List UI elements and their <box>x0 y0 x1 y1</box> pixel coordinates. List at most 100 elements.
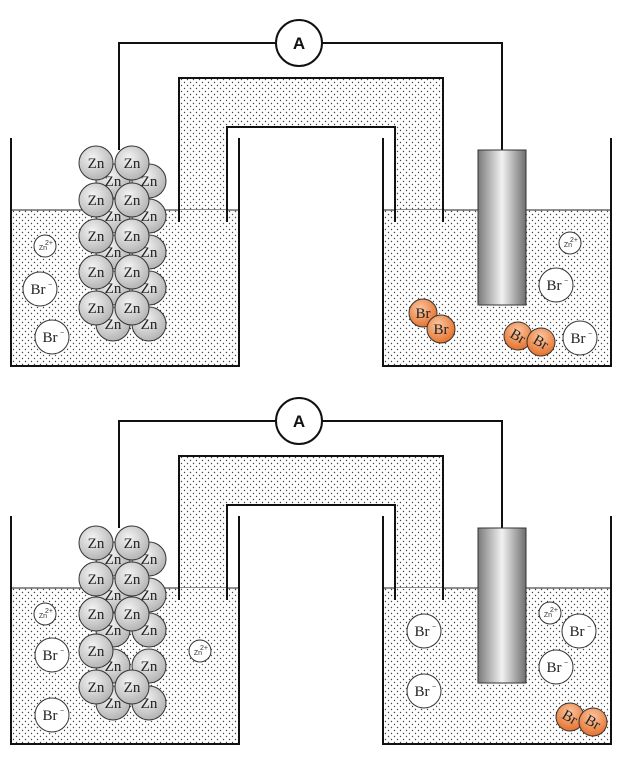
zinc-ion: Zn2+ <box>558 231 582 255</box>
bromide-ion-circle <box>34 319 70 355</box>
zinc-atom: Zn <box>78 254 114 290</box>
zinc-atom-label: Zn <box>124 572 141 588</box>
zinc-atom-label: Zn <box>141 209 158 225</box>
zinc-ion-circle <box>33 234 57 258</box>
zinc-atom-label: Zn <box>105 552 122 568</box>
bromide-ion-label: Br <box>43 708 58 724</box>
zinc-atom-label: Zn <box>105 317 122 333</box>
zinc-atom: Zn <box>114 254 150 290</box>
zinc-atom-label: Zn <box>88 301 105 317</box>
zinc-ion-label: Zn <box>194 650 202 657</box>
zinc-atom-label: Zn <box>141 588 158 604</box>
bromide-ion-circle <box>406 673 442 709</box>
bromide-ion-charge: − <box>564 660 568 667</box>
zinc-atom-circle <box>78 218 114 254</box>
zinc-atom-label: Zn <box>124 607 141 623</box>
zinc-atom-circle <box>78 525 114 561</box>
ammeter-label: A <box>293 412 305 431</box>
bromide-ion: Br− <box>22 271 58 307</box>
salt-bridge-outer-edge <box>178 77 444 222</box>
inert-electrode <box>477 527 527 684</box>
zinc-atom-circle <box>114 525 150 561</box>
bromide-ion-circle <box>34 697 70 733</box>
zinc-atom-label: Zn <box>124 301 141 317</box>
zinc-atom: Zn <box>114 218 150 254</box>
bromide-ion-label: Br <box>571 331 586 347</box>
bromide-ion-charge: − <box>587 624 591 631</box>
bromine-atom: Br <box>426 314 456 344</box>
bromide-ion: Br− <box>406 673 442 709</box>
bromine-atom-label: Br <box>434 322 449 338</box>
zinc-atom-circle <box>78 633 114 669</box>
zinc-atom-label: Zn <box>141 623 158 639</box>
zinc-ion-charge: 2+ <box>550 607 558 614</box>
bromide-ion-charge: − <box>432 684 436 691</box>
zinc-ion-charge: 2+ <box>570 237 578 244</box>
zinc-atom-label: Zn <box>124 193 141 209</box>
bromine-atom: Br <box>526 327 556 357</box>
zinc-ion-circle <box>33 602 57 626</box>
zinc-atom-circle <box>114 218 150 254</box>
zinc-atom-circle <box>78 182 114 218</box>
zinc-atom-circle <box>114 145 150 181</box>
bromide-ion: Br− <box>34 319 70 355</box>
zinc-ion-charge: 2+ <box>200 645 208 652</box>
bromide-ion-charge: − <box>564 278 568 285</box>
zinc-atom: Zn <box>114 145 150 181</box>
zinc-atom-label: Zn <box>124 229 141 245</box>
bromide-ion-charge: − <box>60 708 64 715</box>
right-beaker <box>382 516 612 745</box>
zinc-atom-circle <box>114 669 150 705</box>
zinc-atom-label: Zn <box>141 696 158 712</box>
zinc-atom-label: Zn <box>124 265 141 281</box>
zinc-ion-label: Zn <box>544 612 552 619</box>
salt-bridge-inner-edge <box>226 504 396 600</box>
zinc-ion-label: Zn <box>39 613 47 620</box>
zinc-ion: Zn2+ <box>33 602 57 626</box>
bromide-ion-label: Br <box>43 648 58 664</box>
salt-bridge-right-leg <box>396 210 442 222</box>
zinc-atom: Zn <box>78 290 114 326</box>
zinc-atom-label: Zn <box>141 281 158 297</box>
bromide-ion-charge: − <box>60 330 64 337</box>
zinc-atom-label: Zn <box>88 607 105 623</box>
zinc-atom-label: Zn <box>124 680 141 696</box>
bromine-atom-circle <box>578 707 608 737</box>
zinc-atom: Zn <box>78 596 114 632</box>
zinc-ion-circle <box>538 601 562 625</box>
zinc-atom: Zn <box>78 182 114 218</box>
bromide-ion-circle <box>562 320 598 356</box>
bromide-ion-label: Br <box>547 278 562 294</box>
zinc-atom-label: Zn <box>88 536 105 552</box>
zinc-atom-label: Zn <box>88 680 105 696</box>
zinc-atom-circle <box>78 669 114 705</box>
bromide-ion: Br− <box>34 697 70 733</box>
zinc-atom-circle <box>78 561 114 597</box>
zinc-atom-circle <box>114 596 150 632</box>
zinc-atom-label: Zn <box>88 265 105 281</box>
zinc-atom: Zn <box>114 525 150 561</box>
bromide-ion-circle <box>538 649 574 685</box>
zinc-atom-label: Zn <box>88 229 105 245</box>
zinc-atom-label: Zn <box>141 245 158 261</box>
zinc-atom-label: Zn <box>141 174 158 190</box>
zinc-atom: Zn <box>114 669 150 705</box>
bromide-ion-circle <box>561 613 597 649</box>
left-beaker <box>10 138 240 367</box>
ammeter <box>275 397 323 445</box>
zinc-atom: Zn <box>114 596 150 632</box>
bromide-ion: Br− <box>538 649 574 685</box>
zinc-atom-label: Zn <box>88 156 105 172</box>
bromide-ion: Br− <box>561 613 597 649</box>
zinc-atom-circle <box>78 596 114 632</box>
bromide-ion-label: Br <box>570 624 585 640</box>
zinc-atom-circle <box>114 254 150 290</box>
bromide-ion-circle <box>34 637 70 673</box>
zinc-ion: Zn2+ <box>188 639 212 663</box>
zinc-atom: Zn <box>114 182 150 218</box>
zinc-atom: Zn <box>78 525 114 561</box>
zinc-atom-label: Zn <box>141 317 158 333</box>
bromine-atom: Br <box>503 321 533 351</box>
